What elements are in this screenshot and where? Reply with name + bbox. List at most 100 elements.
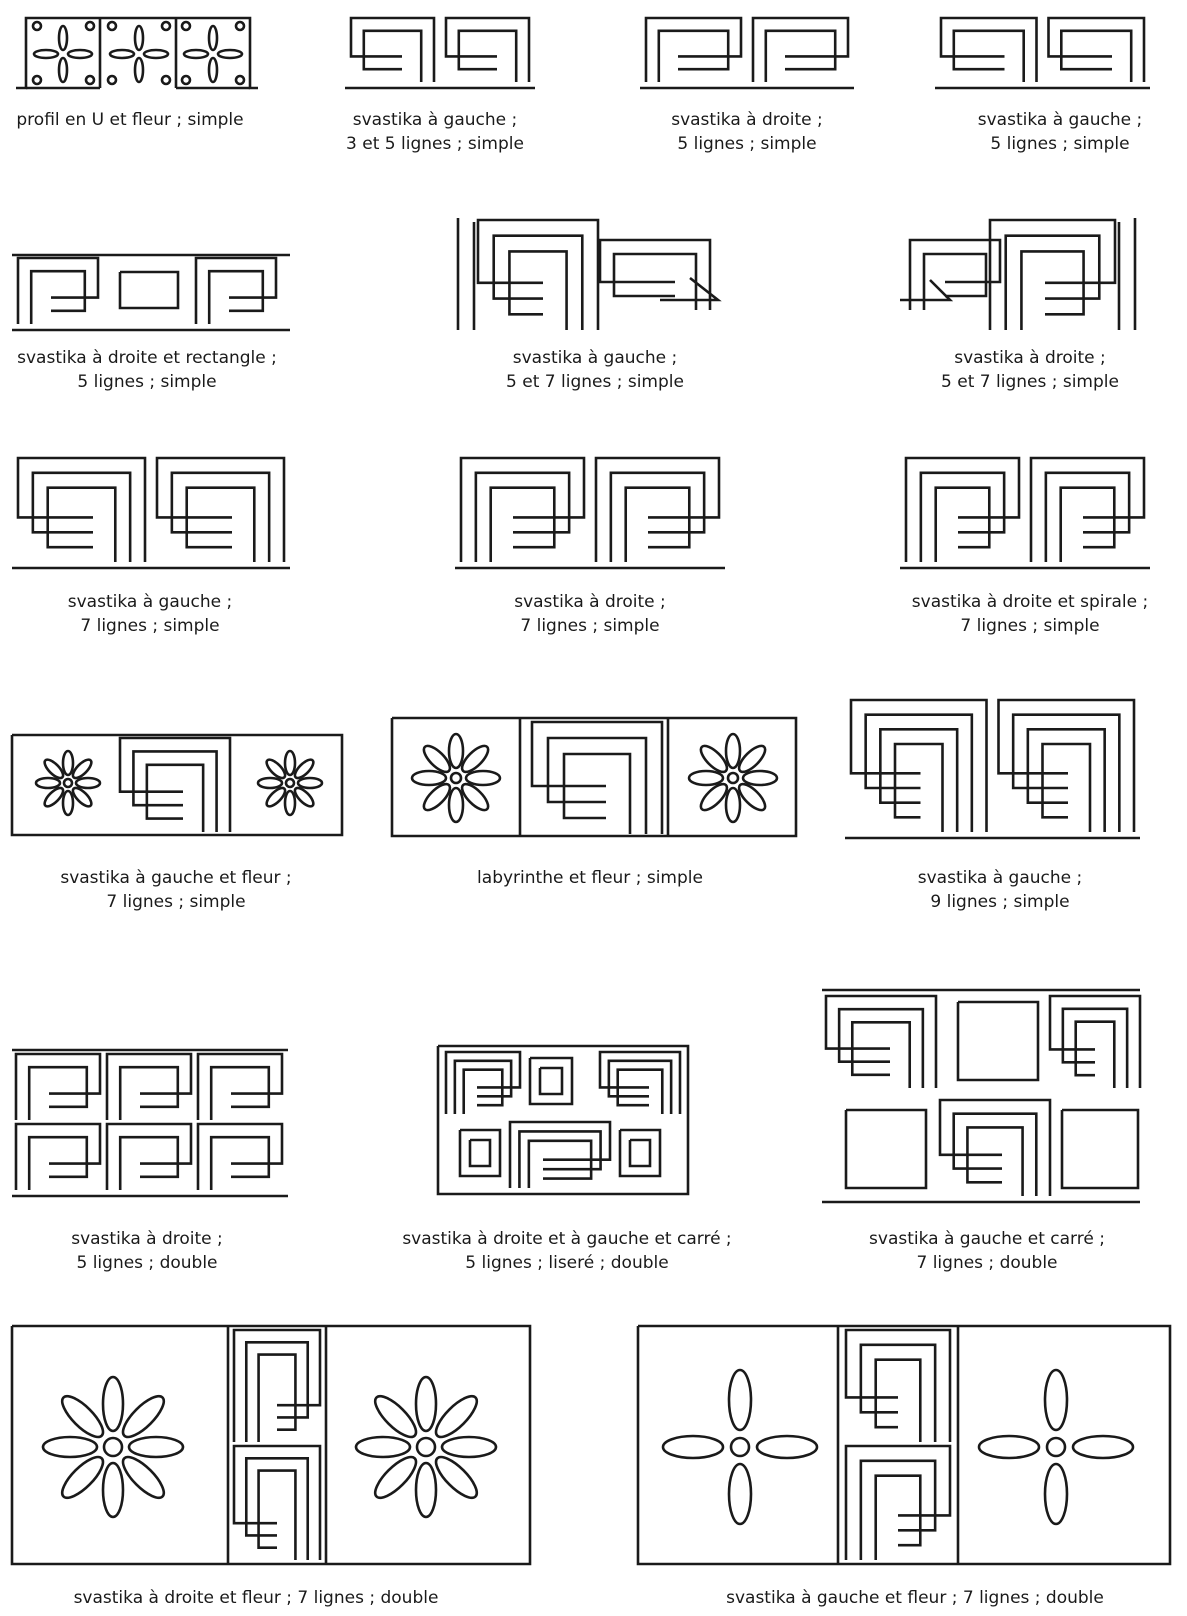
flower-petal <box>726 788 740 822</box>
pattern-line <box>876 1360 921 1442</box>
caption-line: svastika à droite ; <box>941 346 1119 370</box>
dot-circle <box>108 22 116 30</box>
pattern-line <box>753 18 848 82</box>
flower-petal <box>430 1451 482 1503</box>
dot-circle <box>108 76 116 84</box>
pattern-line <box>876 1476 921 1560</box>
flower-petal <box>757 1436 817 1458</box>
flower-petal <box>285 751 295 775</box>
caption-line: profil en U et fleur ; simple <box>16 108 243 132</box>
caption-right-swastika-flower-double: svastika à droite et fleur ; 7 lignes ; … <box>74 1586 439 1610</box>
pattern-left-swastika-5 <box>935 18 1150 88</box>
caption-right-swastika-spiral: svastika à droite et spirale ; 7 lignes … <box>912 590 1148 638</box>
dot-circle <box>86 76 94 84</box>
flower-petal <box>416 1463 436 1517</box>
pattern-line <box>464 1070 503 1114</box>
flower-petal <box>729 1464 751 1524</box>
flower-center-circle <box>286 779 294 787</box>
pattern-line <box>626 488 690 562</box>
flower-petal <box>117 1390 169 1442</box>
flower-petal <box>63 751 73 775</box>
flower-petal <box>729 1370 751 1430</box>
pattern-line <box>1021 251 1083 330</box>
pattern-line <box>851 700 987 832</box>
flower-center-circle <box>417 1438 435 1456</box>
pattern-line <box>48 488 116 562</box>
flower-petal <box>412 771 446 785</box>
pattern-left-swastika-5-7 <box>458 218 718 330</box>
pattern-right-swastika-5 <box>640 18 854 88</box>
pattern-labyrinth-flower <box>392 718 796 836</box>
flower-petal <box>449 788 463 822</box>
square-shape <box>460 1130 500 1176</box>
square-shape <box>620 1130 660 1176</box>
flower-petal <box>59 58 67 82</box>
flower-center-circle <box>728 773 738 783</box>
flower-petal <box>298 778 322 788</box>
caption-u-profile-flower: profil en U et fleur ; simple <box>16 108 243 132</box>
pattern-left-swastika-flower-double <box>638 1326 1170 1564</box>
flower-petal <box>726 734 740 768</box>
flower-petal <box>449 734 463 768</box>
pattern-right-swastika-spiral <box>900 458 1150 568</box>
flower-petal <box>1045 1370 1067 1430</box>
flower-petal <box>103 1463 123 1517</box>
square-shape <box>470 1140 490 1166</box>
flower-petal <box>68 50 92 58</box>
dot-circle <box>162 22 170 30</box>
pattern-line <box>646 18 741 82</box>
square-shape <box>530 1058 572 1104</box>
flower-petal <box>285 791 295 815</box>
caption-line: svastika à gauche et fleur ; <box>60 866 291 890</box>
flower-petal <box>110 50 134 58</box>
caption-line: 5 et 7 lignes ; simple <box>506 370 684 394</box>
caption-left-swastika-5-7: svastika à gauche ; 5 et 7 lignes ; simp… <box>506 346 684 394</box>
caption-line: 3 et 5 lignes ; simple <box>346 132 524 156</box>
caption-right-swastika-7: svastika à droite ; 7 lignes ; simple <box>514 590 666 638</box>
pattern-line <box>999 700 1135 832</box>
pattern-left-swastika-3-5 <box>345 18 535 88</box>
pattern-left-swastika-flower <box>12 735 342 835</box>
pattern-line <box>936 488 990 562</box>
pattern-left-swastika-square <box>822 990 1140 1202</box>
flower-petal <box>1073 1436 1133 1458</box>
pattern-line <box>246 1342 307 1442</box>
flower-petal <box>129 1437 183 1457</box>
caption-line: 5 lignes ; simple <box>978 132 1142 156</box>
caption-right-left-swastika-square: svastika à droite et à gauche et carré ;… <box>402 1227 731 1275</box>
pattern-line <box>967 1127 1022 1196</box>
flower-petal <box>442 1437 496 1457</box>
flower-petal <box>466 771 500 785</box>
pattern-right-swastika-flower-double <box>12 1326 530 1564</box>
square-shape <box>846 1110 926 1188</box>
dot-circle <box>182 76 190 84</box>
caption-line: svastika à gauche et fleur ; 7 lignes ; … <box>726 1586 1104 1610</box>
flower-center-circle <box>104 1438 122 1456</box>
dot-circle <box>33 22 41 30</box>
caption-left-swastika-square: svastika à gauche et carré ; 7 lignes ; … <box>869 1227 1105 1275</box>
caption-line: svastika à gauche et carré ; <box>869 1227 1105 1251</box>
caption-line: 5 et 7 lignes ; simple <box>941 370 1119 394</box>
flower-petal <box>356 1437 410 1457</box>
dot-circle <box>33 76 41 84</box>
pattern-right-swastika-7 <box>455 458 725 568</box>
flower-petal <box>1045 1464 1067 1524</box>
caption-line: svastika à gauche ; <box>978 108 1142 132</box>
pattern-line <box>246 1458 307 1560</box>
flower-petal <box>117 1451 169 1503</box>
flower-petal <box>979 1436 1039 1458</box>
flower-petal <box>209 26 217 50</box>
caption-line: 7 lignes ; simple <box>60 890 291 914</box>
flower-petal <box>369 1390 421 1442</box>
square-shape <box>540 1068 562 1094</box>
pattern-u-profile-flower <box>16 18 258 88</box>
pattern-line <box>1049 18 1145 82</box>
pattern-line <box>259 1471 296 1560</box>
flower-center-circle <box>451 773 461 783</box>
pattern-line <box>1061 488 1115 562</box>
caption-line: 5 lignes ; liseré ; double <box>402 1251 731 1275</box>
caption-labyrinth-flower: labyrinthe et fleur ; simple <box>477 866 703 890</box>
caption-line: svastika à droite ; <box>71 1227 223 1251</box>
flower-petal <box>689 771 723 785</box>
